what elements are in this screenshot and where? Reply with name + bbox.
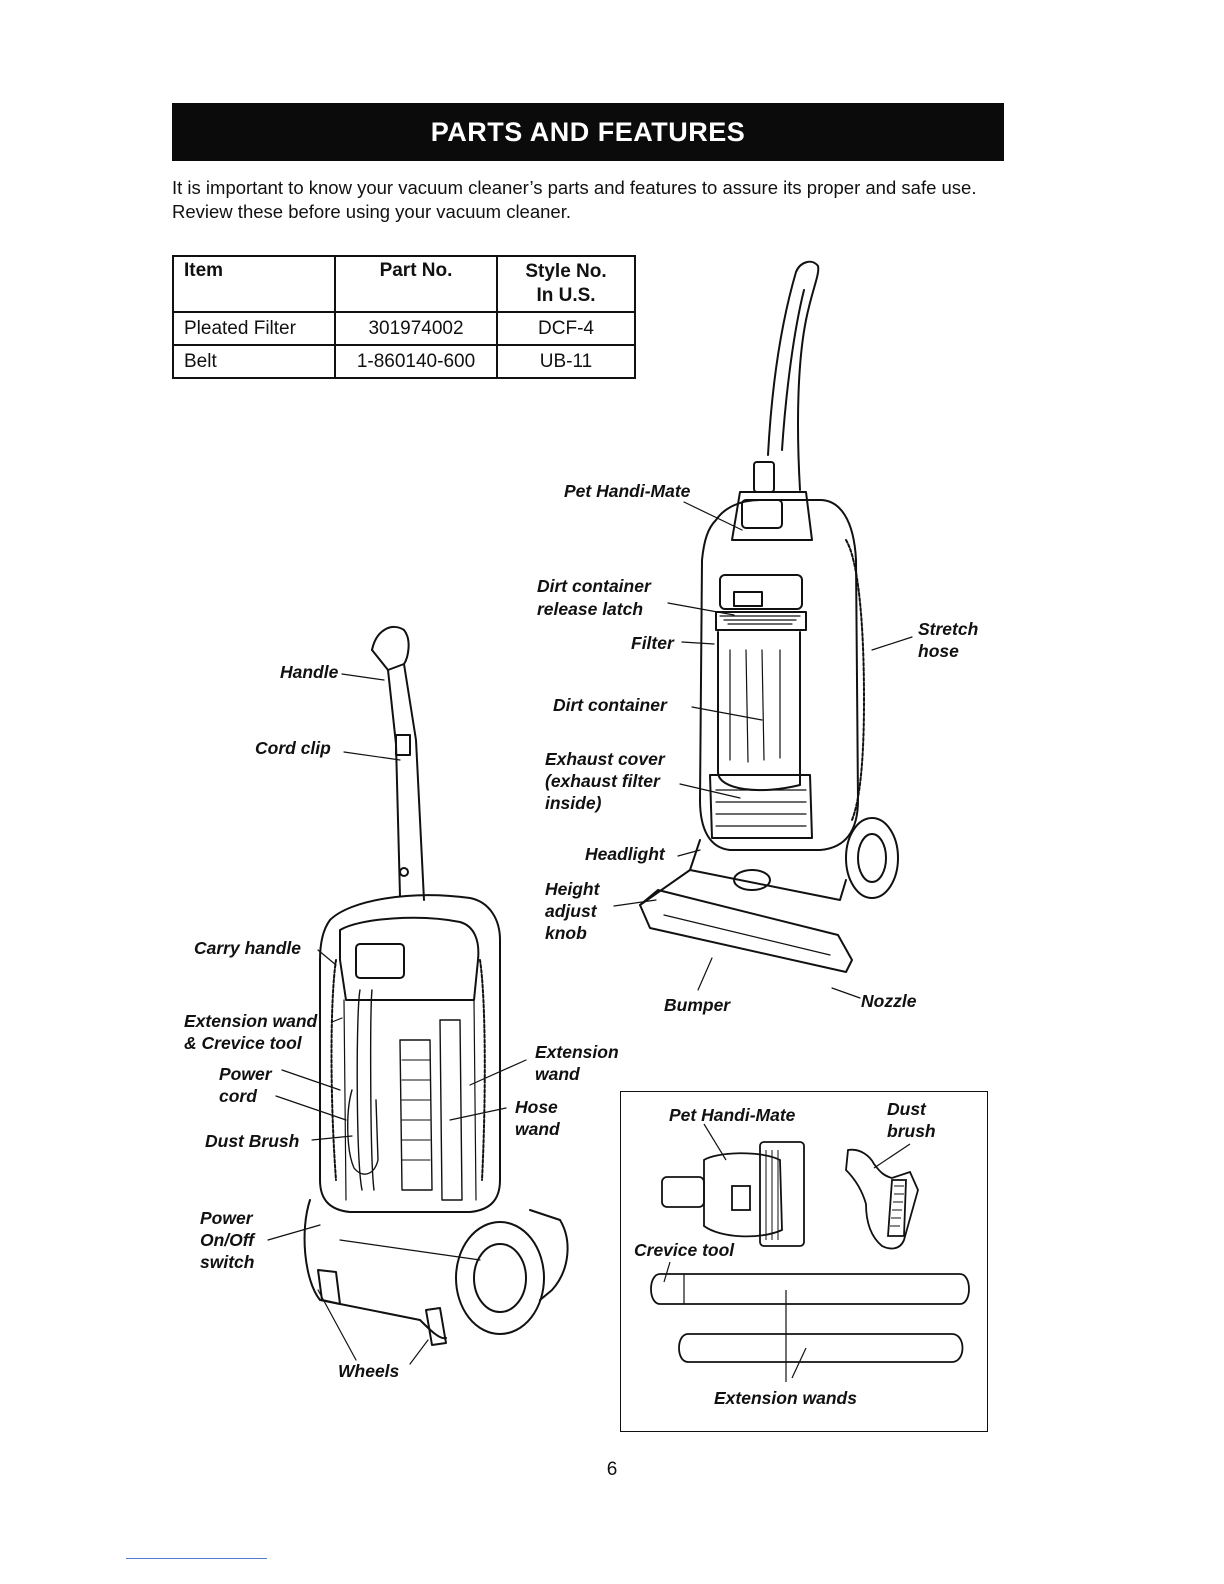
inset-label-crevice-tool: Crevice tool <box>634 1240 735 1260</box>
extension-wands-drawing <box>650 1273 970 1363</box>
cell-item: Pleated Filter <box>172 311 336 346</box>
label-power-switch-3: switch <box>200 1252 255 1272</box>
label-bumper: Bumper <box>664 995 731 1015</box>
cell-style-no: DCF-4 <box>496 311 636 346</box>
label-dirt-container-release-latch-1: Dirt container <box>537 576 651 596</box>
accessories-inset <box>620 1091 988 1432</box>
cell-item: Belt <box>172 344 336 379</box>
label-filter: Filter <box>631 633 674 653</box>
parts-table: Item Part No. Style No. In U.S. Pleated F… <box>172 255 636 379</box>
leader-lines <box>267 501 913 1365</box>
header-part-no: Part No. <box>334 255 498 313</box>
label-wheels: Wheels <box>338 1361 400 1381</box>
inset-label-dust-brush-2: brush <box>887 1121 936 1141</box>
header-style-no-line1: Style No. <box>525 261 607 282</box>
label-power-cord-2: cord <box>219 1086 257 1106</box>
label-dirt-container-release-latch-2: release latch <box>537 599 644 619</box>
footer-rule <box>126 1558 267 1559</box>
label-stretch-hose-2: hose <box>918 641 959 661</box>
label-stretch-hose-1: Stretch <box>918 619 979 639</box>
accessory-drawings <box>650 1123 970 1382</box>
label-handle: Handle <box>280 662 339 682</box>
inset-label-extension-wands: Extension wands <box>714 1388 857 1408</box>
label-dirt-container: Dirt container <box>553 695 667 715</box>
label-dust-brush: Dust Brush <box>205 1131 300 1151</box>
pet-handi-mate-drawing <box>661 1141 805 1247</box>
label-headlight: Headlight <box>585 844 665 864</box>
label-power-switch-2: On/Off <box>200 1230 255 1250</box>
cell-style-no: UB-11 <box>496 344 636 379</box>
header-style-no-line2: In U.S. <box>536 285 596 306</box>
page-number: 6 <box>606 1459 618 1480</box>
front-vacuum-drawing <box>639 260 899 973</box>
label-height-adjust-3: knob <box>545 923 587 943</box>
label-extension-wand-2: wand <box>535 1064 580 1084</box>
header-style-no: Style No. In U.S. <box>496 255 636 313</box>
label-extension-wand-1: Extension <box>535 1042 619 1062</box>
intro-paragraph: It is important to know your vacuum clea… <box>172 177 977 222</box>
section-title-banner: PARTS AND FEATURES <box>172 103 1004 161</box>
label-exhaust-cover-2: (exhaust filter <box>545 771 660 791</box>
label-exhaust-cover-3: inside) <box>545 793 602 813</box>
inset-label-pet-handi-mate: Pet Handi-Mate <box>669 1105 796 1125</box>
label-height-adjust-2: adjust <box>545 901 597 921</box>
label-cord-clip: Cord clip <box>255 738 331 758</box>
inset-label-dust-brush-1: Dust <box>887 1099 926 1119</box>
header-item: Item <box>172 255 336 313</box>
dust-brush-drawing <box>845 1148 919 1250</box>
table-header-row: Item Part No. Style No. In U.S. <box>172 255 636 313</box>
cell-part-no: 1-860140-600 <box>334 344 498 379</box>
label-hose-wand-2: wand <box>515 1119 560 1139</box>
table-row: Pleated Filter 301974002 DCF-4 <box>172 311 636 346</box>
label-extension-wand-crevice-1: Extension wand <box>184 1011 318 1031</box>
label-power-cord-1: Power <box>219 1064 272 1084</box>
label-height-adjust-1: Height <box>545 879 600 899</box>
label-power-switch-1: Power <box>200 1208 253 1228</box>
label-extension-wand-crevice-2: & Crevice tool <box>184 1033 302 1053</box>
inset-leader-lines <box>663 1123 911 1382</box>
table-row: Belt 1-860140-600 UB-11 <box>172 344 636 379</box>
label-hose-wand-1: Hose <box>515 1097 558 1117</box>
label-carry-handle: Carry handle <box>194 938 301 958</box>
section-title: PARTS AND FEATURES <box>430 116 746 147</box>
label-pet-handi-mate: Pet Handi-Mate <box>564 481 691 501</box>
rear-vacuum-drawing <box>303 625 569 1346</box>
label-nozzle: Nozzle <box>861 991 917 1011</box>
label-exhaust-cover-1: Exhaust cover <box>545 749 665 769</box>
cell-part-no: 301974002 <box>334 311 498 346</box>
